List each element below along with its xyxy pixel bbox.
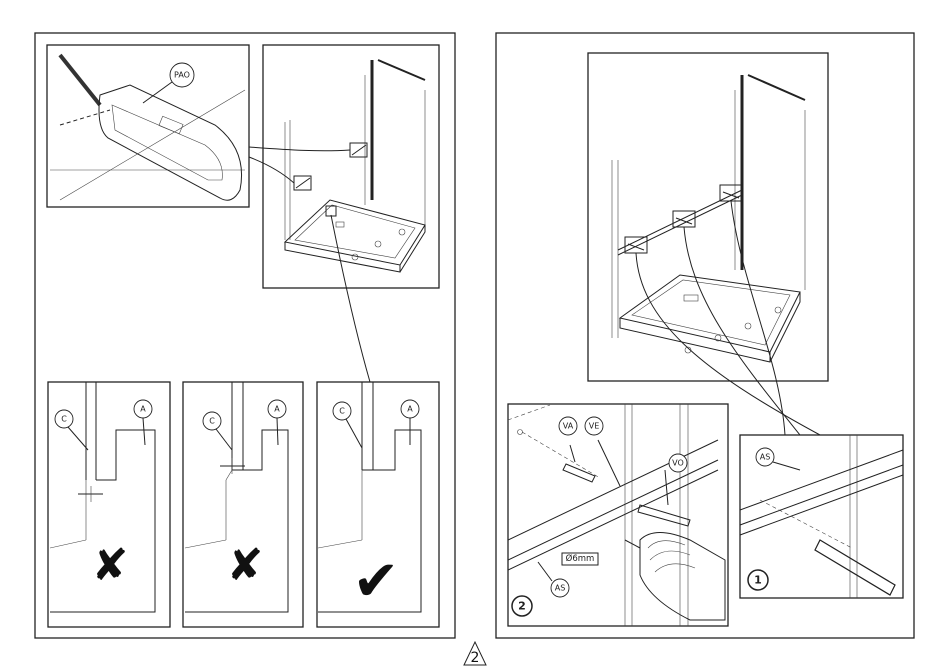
label-pao: PAO [174,71,190,80]
detail-correct: C A ✔ [317,382,439,627]
label-c-2: C [209,417,215,426]
label-as-2: AS [555,584,566,593]
label-va: VA [563,422,574,431]
label-a-1: A [140,405,146,414]
wrong-mark-1: ✘ [92,540,129,591]
tray-view-left [263,45,439,288]
detail-wrong-1: C A ✘ [48,382,170,627]
label-drill-size: Ø6mm [566,553,595,564]
correct-mark: ✔ [353,549,400,614]
wrong-mark-2: ✘ [227,540,264,591]
label-c-1: C [61,415,67,424]
step-1-badge: 1 [754,574,762,587]
label-as-1: AS [760,453,771,462]
step-2-badge: 2 [518,600,526,613]
step2-inset: VA VE VO Ø6mm AS 2 [508,404,728,626]
label-ve: VE [589,422,600,431]
step1-inset: AS 1 [740,435,903,598]
right-panel-frame [496,33,914,638]
label-a-2: A [274,405,280,414]
level-tool [99,85,242,200]
label-c-3: C [339,407,345,416]
detail-wrong-2: C A ✘ [183,382,303,627]
level-inset: PAO [47,45,249,207]
label-vo: VO [672,459,684,468]
page-number-badge: 2 [464,642,486,666]
label-a-3: A [407,405,413,414]
page-number: 2 [471,650,480,666]
tray-view-right [588,53,828,381]
drill [640,533,725,621]
